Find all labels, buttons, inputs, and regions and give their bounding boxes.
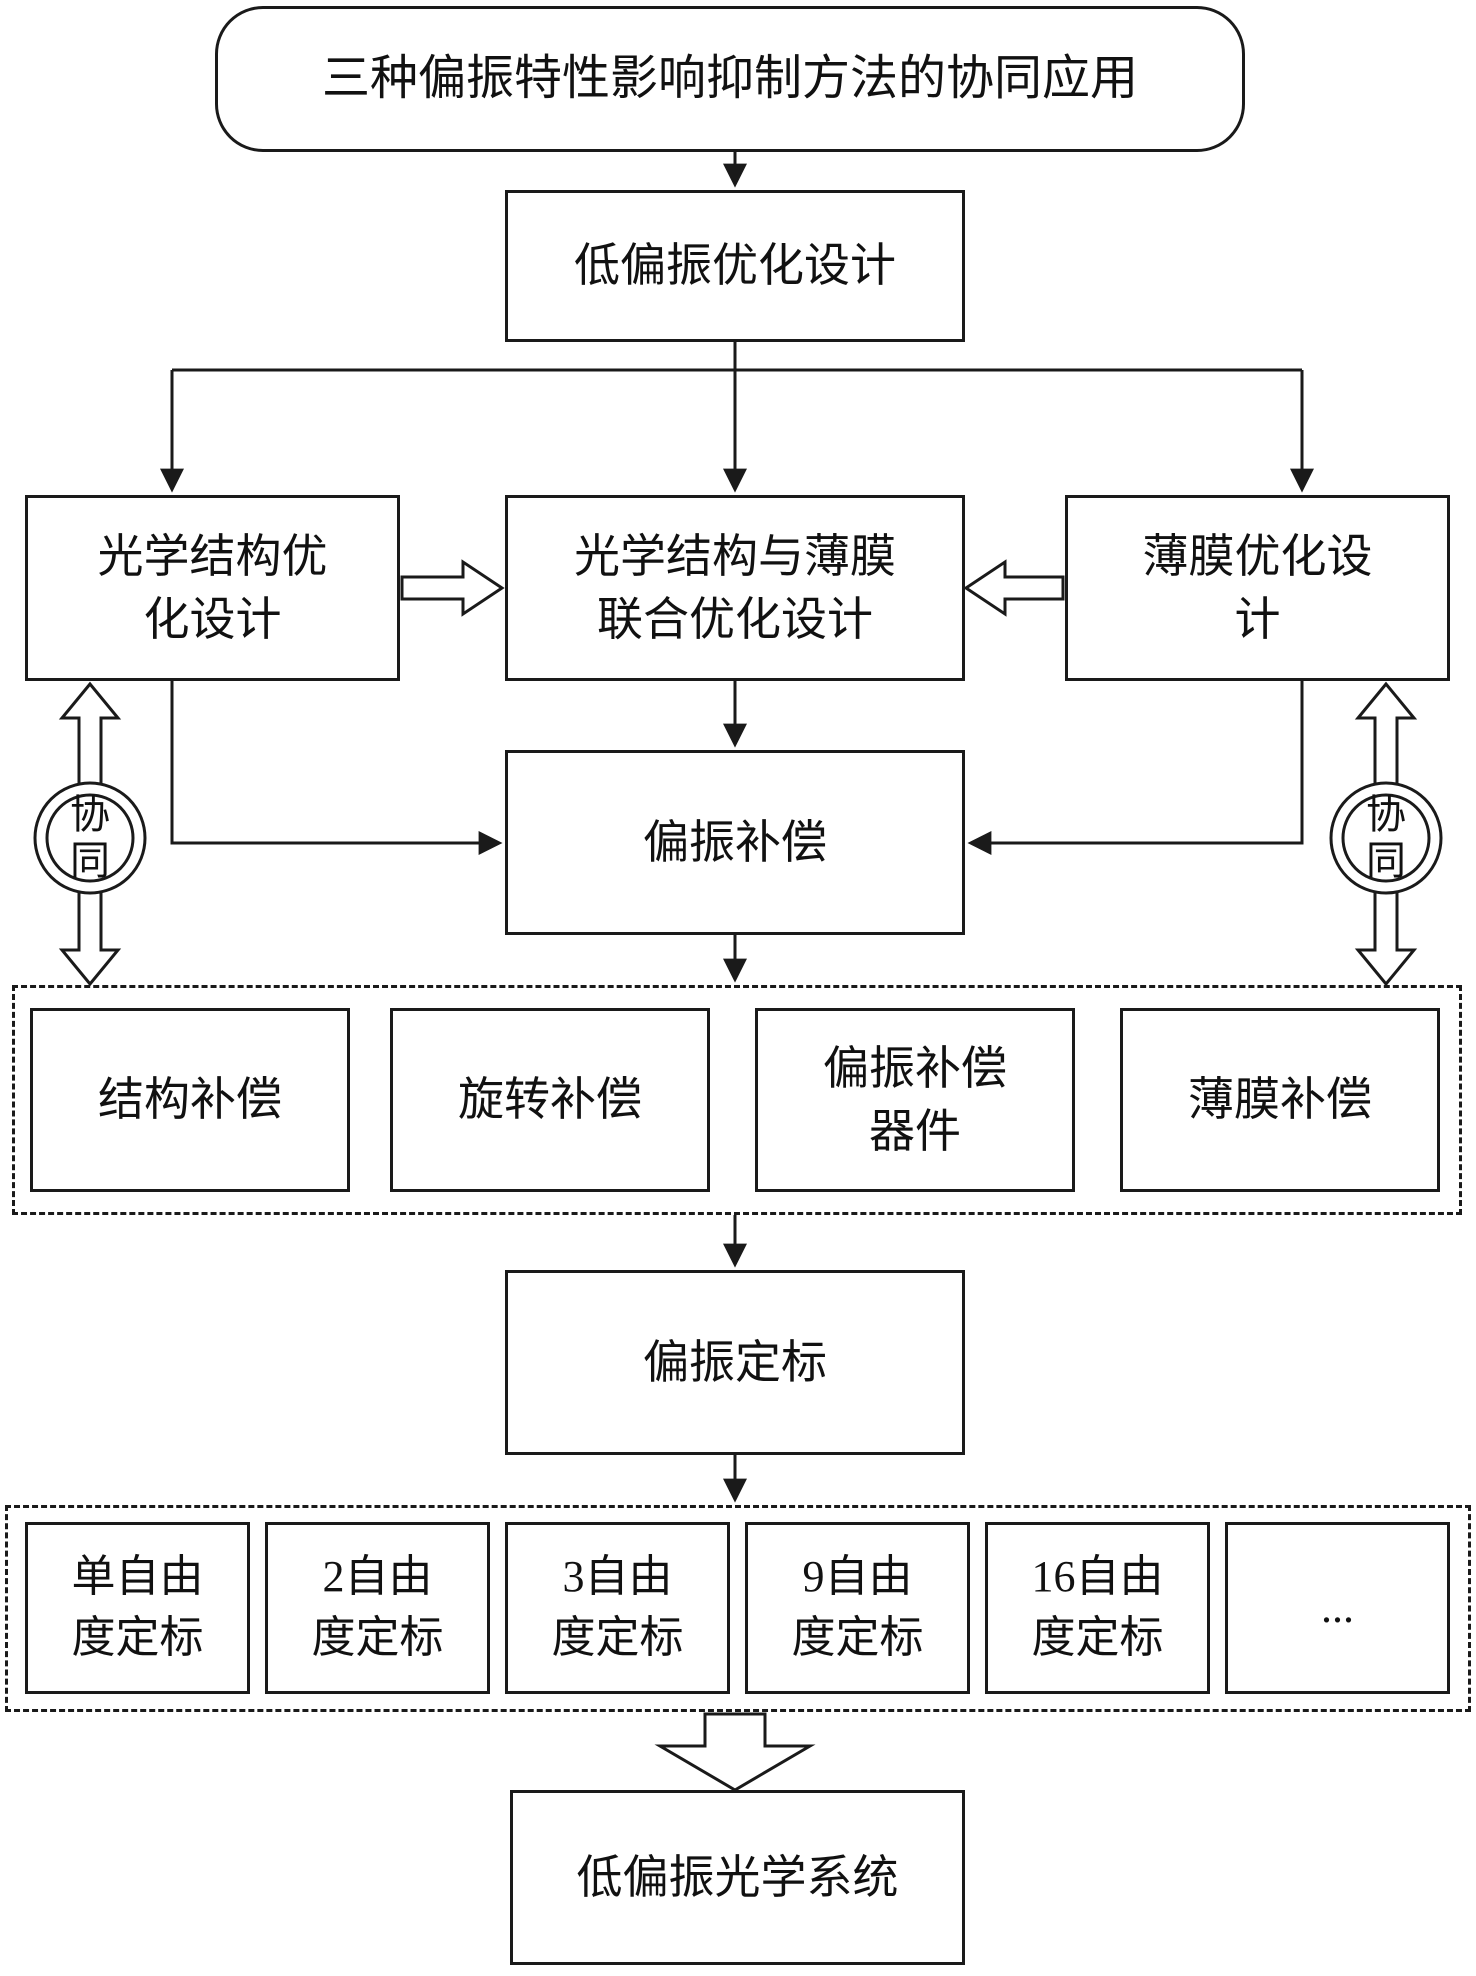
node-compensation-device: 偏振补偿 器件 <box>755 1008 1075 1192</box>
compensation-group-container <box>12 985 1462 1215</box>
synergy-label-left: 协 同 <box>70 792 110 883</box>
node-film-design: 薄膜优化设 计 <box>1065 495 1450 681</box>
node-optical-structure-design: 光学结构优 化设计 <box>25 495 400 681</box>
hollow-arrow-right-to-center <box>963 559 1065 617</box>
arrow-film-to-compensation <box>967 681 1304 855</box>
node-joint-design: 光学结构与薄膜 联合优化设计 <box>505 495 965 681</box>
node-calibration-9dof: 9自由 度定标 <box>745 1522 970 1694</box>
calibration-group-container <box>5 1505 1471 1712</box>
hollow-shapes <box>33 559 1443 1792</box>
node-film-compensation: 薄膜补偿 <box>1120 1008 1440 1192</box>
big-down-arrow <box>654 1712 816 1792</box>
node-calibration-1dof: 单自由 度定标 <box>25 1522 250 1694</box>
node-calibration-2dof: 2自由 度定标 <box>265 1522 490 1694</box>
node-structure-compensation: 结构补偿 <box>30 1008 350 1192</box>
node-polarization-compensation: 偏振补偿 <box>505 750 965 935</box>
node-calibration-3dof: 3自由 度定标 <box>505 1522 730 1694</box>
synergy-label-right: 协 同 <box>1366 792 1406 883</box>
node-calibration-16dof: 16自由 度定标 <box>985 1522 1210 1694</box>
node-rotation-compensation: 旋转补偿 <box>390 1008 710 1192</box>
arrow-optical-to-compensation <box>170 681 503 855</box>
flow-arrows <box>160 152 1314 1503</box>
synergy-circle-right-inner <box>1341 793 1431 883</box>
node-low-pol-design: 低偏振优化设计 <box>505 190 965 342</box>
hollow-arrow-left-to-center <box>400 559 505 617</box>
node-title: 三种偏振特性影响抑制方法的协同应用 <box>215 6 1245 152</box>
node-polarization-calibration: 偏振定标 <box>505 1270 965 1455</box>
synergy-circle-left-inner <box>45 793 135 883</box>
node-calibration-more: ... <box>1225 1522 1450 1694</box>
node-low-pol-system: 低偏振光学系统 <box>510 1790 965 1965</box>
